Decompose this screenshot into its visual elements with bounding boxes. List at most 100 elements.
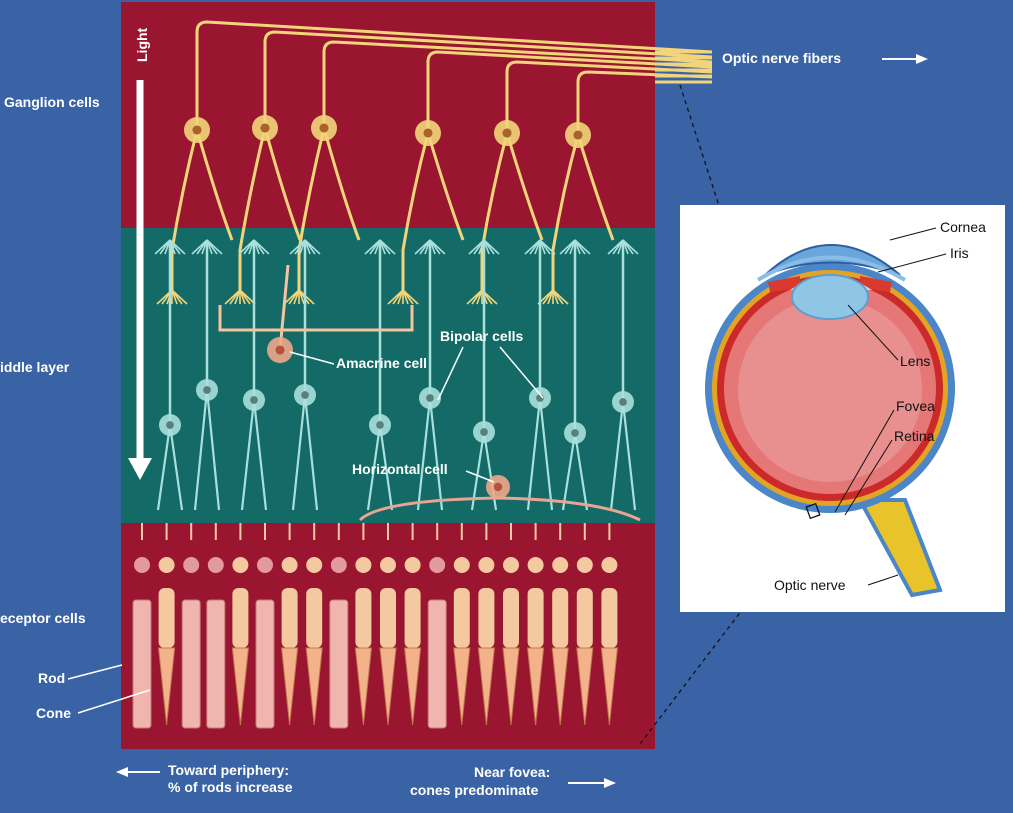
bipolar-synapse — [559, 239, 591, 255]
rod-label: Rod — [38, 670, 65, 686]
bipolar-synapse-branch — [299, 239, 306, 255]
cone-outer-segment — [379, 647, 397, 726]
ganglion-cell-nucleus — [260, 123, 270, 133]
ganglion-synapse-branch — [402, 289, 419, 305]
cone-inner-segment — [527, 588, 544, 648]
bipolar-synapse — [191, 239, 223, 255]
bipolar-dendrite — [156, 424, 184, 511]
fovea-line1: Near fovea: — [474, 764, 550, 780]
ganglion-dendrite — [263, 127, 302, 241]
cone-outer-segment — [600, 647, 618, 726]
optic-fibers-label: Optic nerve fibers — [722, 50, 841, 66]
cone-outer-segment — [281, 647, 299, 726]
rod-outer-segment — [132, 599, 152, 729]
receptor-soma — [380, 557, 396, 573]
bipolar-dendrite — [526, 397, 554, 511]
cone-inner-segment — [355, 588, 372, 648]
fovea-arrow — [568, 778, 616, 788]
amacrine-process — [218, 305, 414, 332]
receptor-soma — [232, 557, 249, 573]
ganglion-cell-nucleus — [319, 123, 329, 133]
receptor-soma — [576, 557, 593, 573]
ganglion-dendrite — [401, 132, 430, 290]
receptor-soma — [601, 557, 618, 573]
bipolar-synapse-branch — [478, 239, 485, 255]
horizontal-soma — [486, 475, 510, 499]
cone-outer-segment — [527, 647, 545, 726]
bipolar-synapse — [289, 239, 321, 255]
ganglion-layer-label: Ganglion cells — [4, 94, 100, 110]
iris-label: Iris — [950, 245, 969, 261]
ganglion-cell-nucleus — [573, 130, 583, 140]
bipolar-dendrite — [561, 432, 589, 511]
cone-inner-segment — [281, 588, 298, 648]
middle-layer-label: iddle layer — [0, 359, 70, 375]
receptor-soma — [281, 557, 298, 573]
rod-outer-segment — [181, 599, 201, 729]
light-label: Light — [134, 27, 150, 62]
cone-label: Cone — [36, 705, 71, 721]
bipolar-synapse-branch — [253, 239, 270, 255]
bipolar-cell — [564, 422, 586, 444]
optic-fibers-arrow — [882, 54, 928, 64]
ganglion-dendrite — [426, 132, 465, 241]
cone-inner-segment — [404, 588, 421, 648]
bipolar-synapse-branch — [539, 239, 556, 255]
cone-outer-segment — [453, 647, 471, 726]
bipolar-synapse-branch — [379, 239, 396, 255]
bipolar-cell — [294, 384, 316, 406]
bipolar-dendrite — [291, 394, 319, 511]
optic-nerve-fibers — [195, 20, 713, 135]
bipolar-cell-nucleus — [203, 386, 211, 394]
ganglion-synapse-branch — [397, 289, 404, 305]
cone-inner-segment — [503, 588, 519, 648]
ganglion-synapse-branch — [298, 289, 315, 305]
receptor-soma — [355, 557, 372, 573]
bipolar-cell-nucleus — [480, 428, 488, 436]
bipolar-cell-nucleus — [426, 394, 434, 402]
ganglion-synapse — [387, 289, 419, 305]
ganglion-cell — [311, 115, 337, 141]
eye-inset — [680, 205, 1005, 612]
rod-outer-segment — [206, 599, 226, 729]
ganglion-dendrite — [322, 127, 361, 241]
bipolar-synapse-branch — [304, 239, 321, 255]
cone-inner-segment — [232, 588, 249, 648]
receptor-layer-label: eceptor cells — [0, 610, 86, 626]
fovea-line2: cones predominate — [410, 782, 539, 798]
periphery-line2: % of rods increase — [168, 779, 293, 795]
ganglion-dendrite — [576, 134, 615, 241]
rod-outer-segment — [255, 599, 275, 729]
receptor-soma — [429, 557, 446, 573]
ganglion-synapse-branch — [234, 289, 241, 305]
horizontal-label: Horizontal cell — [352, 461, 448, 477]
lens-shape — [791, 274, 869, 320]
cone-inner-segment — [601, 588, 618, 648]
receptor-soma — [453, 557, 470, 573]
lens-label: Lens — [900, 353, 930, 369]
ganglion-cell — [184, 117, 210, 143]
bipolar-cell — [473, 421, 495, 443]
bipolar-synapse-branch — [169, 239, 186, 255]
ganglion-dendrite — [551, 134, 580, 290]
bipolar-cell — [529, 387, 551, 409]
bipolar-cell — [419, 387, 441, 409]
optic-fiber — [322, 40, 713, 135]
ganglion-synapse-branch — [547, 289, 554, 305]
bipolar-cell-nucleus — [301, 391, 309, 399]
bipolar-synapse-branch — [164, 239, 171, 255]
bipolar-synapse-branch — [201, 239, 208, 255]
receptor-soma — [207, 557, 224, 573]
ganglion-dendrite — [480, 132, 509, 290]
amacrine-soma-nucleus — [275, 345, 285, 355]
bipolar-cell-nucleus — [250, 396, 258, 404]
cone-inner-segment — [306, 588, 323, 648]
cone-outer-segment — [576, 647, 594, 726]
cone-outer-segment — [354, 647, 372, 726]
ganglion-dendrite — [195, 129, 234, 241]
ganglion-cell — [415, 120, 441, 146]
bipolar-synapse-branch — [574, 239, 591, 255]
bipolar-cell — [612, 391, 634, 413]
ganglion-dendrite — [505, 132, 544, 241]
